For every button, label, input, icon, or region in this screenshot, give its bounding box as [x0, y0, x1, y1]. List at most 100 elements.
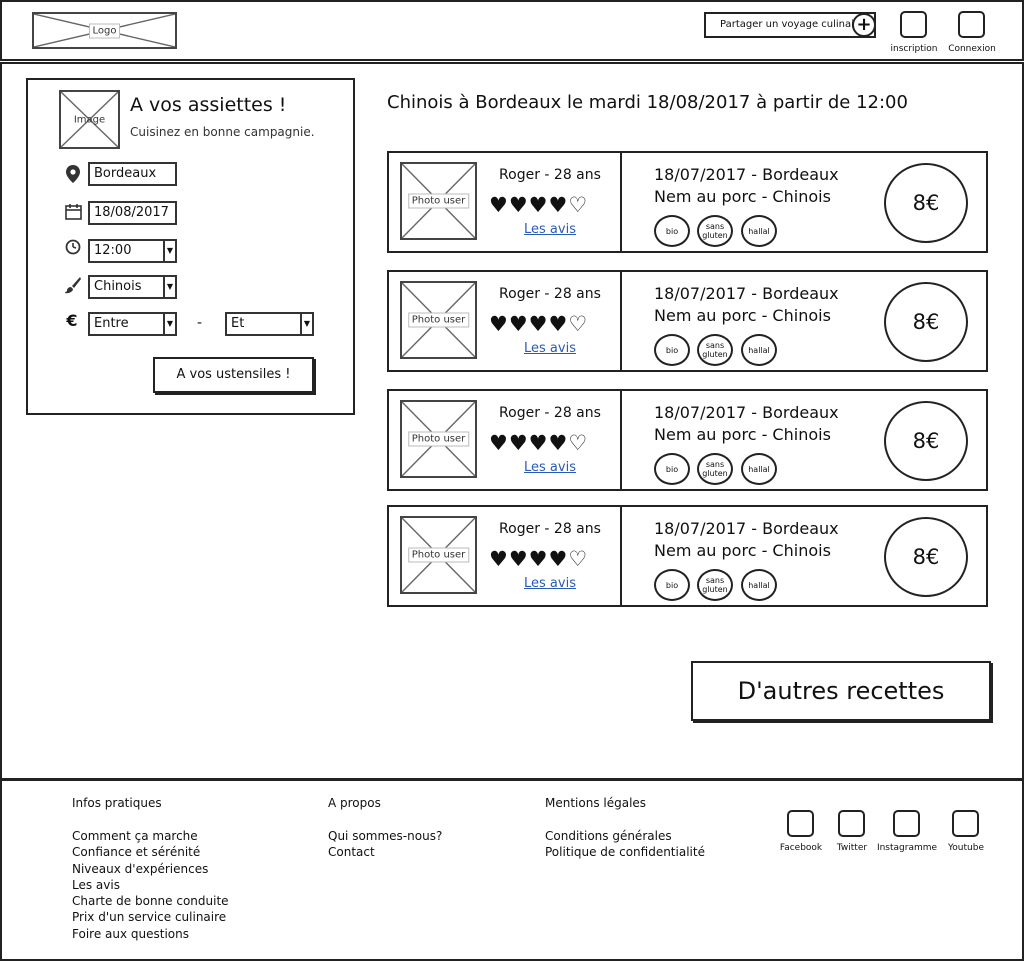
price-from-value: Entre: [94, 316, 129, 331]
youtube-icon[interactable]: [952, 810, 979, 837]
user-photo-label: Photo user: [407, 431, 470, 447]
euro-icon: €: [66, 311, 78, 330]
social-label[interactable]: Youtube: [948, 843, 984, 853]
footer-link[interactable]: Les avis: [72, 877, 120, 892]
diet-tag: bio: [654, 569, 690, 601]
meal-dish: Nem au porc - Chinois: [654, 425, 831, 444]
heart-filled-icon: ♥: [508, 431, 529, 455]
chevron-down-icon[interactable]: ▼: [163, 277, 175, 297]
signup-label[interactable]: inscription: [890, 44, 938, 54]
heart-empty-icon: ♡: [568, 547, 589, 571]
price-badge: 8€: [884, 282, 968, 362]
plus-circle-icon[interactable]: +: [852, 13, 876, 37]
reviews-link[interactable]: Les avis: [524, 341, 576, 356]
rating-hearts: ♥♥♥♥♡: [489, 193, 588, 217]
logo[interactable]: Logo: [32, 12, 177, 49]
location-pin-icon: [64, 165, 82, 183]
footer-link[interactable]: Charte de bonne conduite: [72, 894, 229, 909]
city-value: Bordeaux: [94, 166, 157, 181]
login-label[interactable]: Connexion: [948, 44, 996, 54]
footer-link[interactable]: Foire aux questions: [72, 926, 189, 941]
footer-link[interactable]: Politique de confidentialité: [545, 845, 705, 860]
user-name: Roger - 28 ans: [499, 521, 601, 537]
share-trip-button[interactable]: Partager un voyage culinaire: [704, 12, 876, 38]
facebook-icon[interactable]: [787, 810, 814, 837]
card-divider: [620, 389, 622, 491]
rating-hearts: ♥♥♥♥♡: [489, 547, 588, 571]
diet-tag: hallal: [741, 334, 777, 366]
reviews-link[interactable]: Les avis: [524, 576, 576, 591]
heart-filled-icon: ♥: [548, 312, 569, 336]
diet-tag: sans gluten: [697, 215, 733, 247]
social-label[interactable]: Facebook: [779, 843, 823, 853]
user-name: Roger - 28 ans: [499, 167, 601, 183]
meal-dish: Nem au porc - Chinois: [654, 187, 831, 206]
more-recipes-label: D'autres recettes: [737, 677, 945, 705]
diet-tag: sans gluten: [697, 453, 733, 485]
time-value: 12:00: [94, 243, 132, 258]
heart-filled-icon: ♥: [528, 193, 549, 217]
meal-date-city: 18/07/2017 - Bordeaux: [654, 519, 839, 538]
heart-filled-icon: ♥: [489, 193, 509, 217]
result-card[interactable]: Photo user Roger - 28 ans ♥♥♥♥♡ Les avis 18/…: [387, 505, 988, 607]
social-label[interactable]: Instagramme: [876, 843, 938, 853]
card-divider: [620, 270, 622, 372]
footer-col3-title: Mentions légales: [545, 796, 647, 810]
city-input[interactable]: Bordeaux: [88, 162, 177, 186]
rating-hearts: ♥♥♥♥♡: [489, 431, 588, 455]
chevron-down-icon[interactable]: ▼: [300, 314, 312, 334]
heart-filled-icon: ♥: [508, 193, 529, 217]
signup-icon[interactable]: [900, 11, 927, 38]
footer-link[interactable]: Conditions générales: [545, 829, 672, 843]
price-badge: 8€: [884, 163, 968, 243]
cuisine-select[interactable]: Chinois ▼: [88, 275, 177, 299]
footer-col2-title: A propos: [328, 796, 381, 810]
result-card[interactable]: Photo user Roger - 28 ans ♥♥♥♥♡ Les avis 18/…: [387, 389, 988, 491]
heart-filled-icon: ♥: [548, 547, 569, 571]
brush-icon: [64, 276, 82, 294]
user-photo: Photo user: [400, 516, 477, 594]
footer-link[interactable]: Comment ça marche: [72, 829, 198, 843]
share-trip-label: Partager un voyage culinaire: [720, 19, 864, 30]
user-photo-label: Photo user: [407, 312, 470, 328]
heart-filled-icon: ♥: [528, 431, 549, 455]
heart-filled-icon: ♥: [528, 547, 549, 571]
footer-link[interactable]: Contact: [328, 845, 375, 860]
chevron-down-icon[interactable]: ▼: [163, 314, 175, 334]
reviews-link[interactable]: Les avis: [524, 460, 576, 475]
instagram-icon[interactable]: [893, 810, 920, 837]
user-name: Roger - 28 ans: [499, 405, 601, 421]
user-name: Roger - 28 ans: [499, 286, 601, 302]
social-label[interactable]: Twitter: [836, 843, 868, 853]
heart-filled-icon: ♥: [508, 312, 529, 336]
more-recipes-button[interactable]: D'autres recettes: [691, 661, 991, 721]
price-to-select[interactable]: Et ▼: [225, 312, 314, 336]
twitter-icon[interactable]: [838, 810, 865, 837]
search-title: A vos assiettes !: [130, 94, 287, 116]
search-image-label: Image: [73, 114, 106, 125]
chevron-down-icon[interactable]: ▼: [163, 241, 175, 261]
footer-link[interactable]: Qui sommes-nous?: [328, 829, 443, 843]
meal-date-city: 18/07/2017 - Bordeaux: [654, 403, 839, 422]
footer-link[interactable]: Confiance et sérénité: [72, 845, 201, 860]
time-select[interactable]: 12:00 ▼: [88, 239, 177, 263]
heart-filled-icon: ♥: [548, 431, 569, 455]
user-photo: Photo user: [400, 400, 477, 478]
price-from-select[interactable]: Entre ▼: [88, 312, 177, 336]
footer-link[interactable]: Niveaux d'expériences: [72, 861, 209, 876]
reviews-link[interactable]: Les avis: [524, 222, 576, 237]
diet-tag: hallal: [741, 453, 777, 485]
price-badge: 8€: [884, 401, 968, 481]
clock-icon: [64, 239, 82, 257]
heart-filled-icon: ♥: [489, 312, 509, 336]
login-icon[interactable]: [958, 11, 985, 38]
search-submit-button[interactable]: A vos ustensiles !: [153, 357, 314, 393]
date-input[interactable]: 18/08/2017: [88, 201, 177, 225]
heart-empty-icon: ♡: [568, 193, 589, 217]
diet-tag: hallal: [741, 215, 777, 247]
footer-link[interactable]: Prix d'un service culinaire: [72, 910, 227, 925]
price-to-value: Et: [231, 316, 245, 331]
